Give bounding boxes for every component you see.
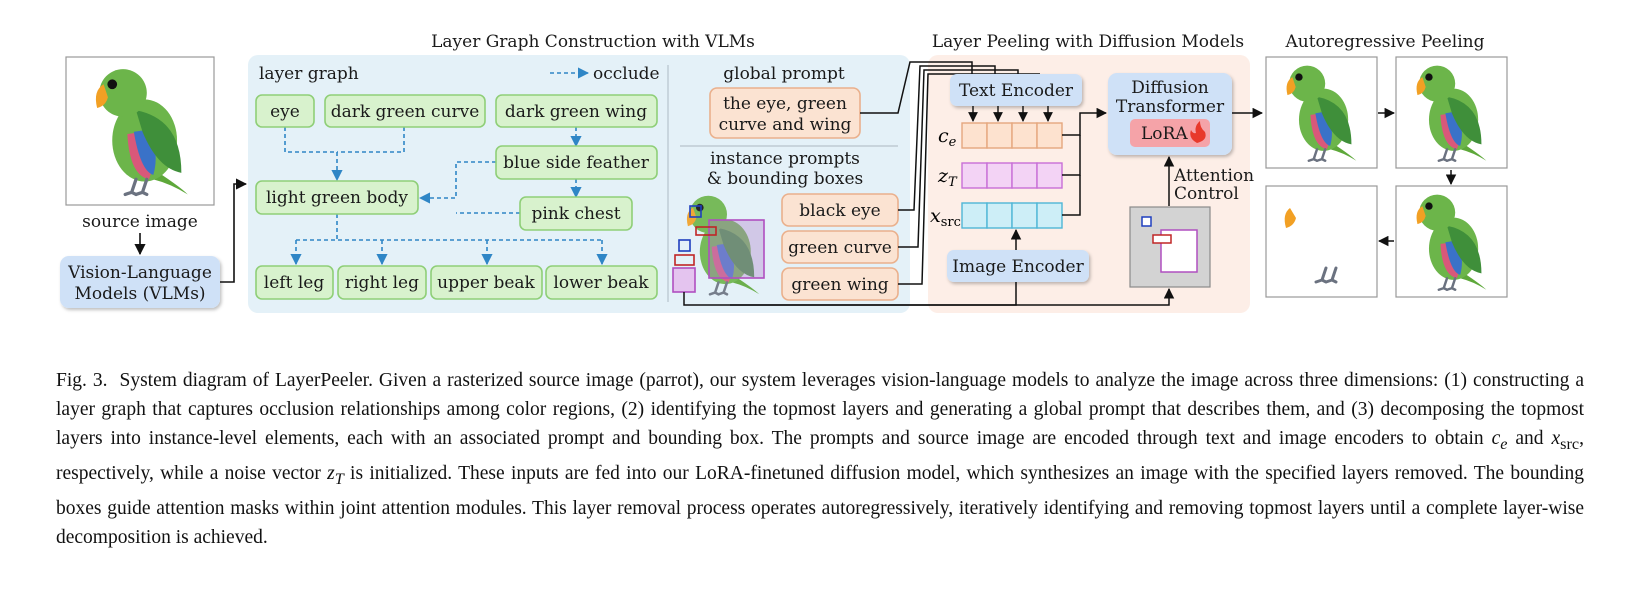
node-right-leg: right leg <box>345 273 419 293</box>
caption-ce-sub: e <box>1500 434 1508 453</box>
bbox-wing-separated <box>672 267 696 293</box>
caption-label: Fig. 3. <box>56 370 108 391</box>
global-prompt-line1: the eye, green <box>723 94 847 114</box>
instance-title-line2: & bounding boxes <box>707 169 864 189</box>
caption-ce-var: c <box>1491 428 1501 449</box>
wire-green-curve <box>898 69 1019 248</box>
vlm-box <box>60 256 220 308</box>
node-dark-green-curve-box <box>324 94 486 128</box>
ce-to-dt <box>1062 107 1108 136</box>
layer-graph-title: layer graph <box>259 64 359 84</box>
node-dark-green-curve: dark green curve <box>331 102 480 122</box>
node-pink-chest: pink chest <box>531 204 620 224</box>
ce-tokens <box>961 122 1063 149</box>
source-image-label: source image <box>82 212 198 232</box>
vlm-label-line1: Vision-Language <box>67 263 212 283</box>
node-lower-beak-box <box>545 265 658 300</box>
global-prompt-title: global prompt <box>723 64 845 84</box>
green-wing-prompt: green wing <box>791 275 888 295</box>
node-left-leg-box <box>255 265 334 300</box>
wire-black-eye <box>898 65 996 211</box>
vlm-to-graph-arrow <box>220 178 248 283</box>
result-beak-only <box>1284 208 1296 228</box>
figure-caption: Fig. 3. System diagram of LayerPeeler. G… <box>56 366 1584 552</box>
xsrc-tokens <box>961 202 1063 229</box>
attention-control-line2: Control <box>1174 184 1239 204</box>
caption-part-1: System diagram of LayerPeeler. Given a r… <box>56 370 1585 449</box>
node-blue-side-feather-box <box>495 145 658 180</box>
occlude-legend-label: occlude <box>593 64 660 84</box>
node-dark-green-wing-box <box>495 94 658 128</box>
instance-title-line1: instance prompts <box>710 149 860 169</box>
caption-xsrc-sub: src <box>1560 434 1580 453</box>
caption-and: and <box>1515 428 1544 449</box>
result-legs-only <box>1314 266 1338 284</box>
ce-symbol: ce <box>938 125 957 150</box>
node-right-leg-box <box>337 265 427 300</box>
node-eye: eye <box>270 102 300 122</box>
caption-xsrc-var: x <box>1551 428 1561 449</box>
black-eye-prompt: black eye <box>799 201 880 221</box>
bbox-curve <box>695 226 717 236</box>
node-upper-beak-box <box>430 265 543 300</box>
edge-curve-body <box>337 127 405 153</box>
node-upper-beak: upper beak <box>437 273 535 293</box>
bbox-curve-separated <box>674 254 695 266</box>
node-pink-chest-box <box>519 196 633 231</box>
node-lower-beak: lower beak <box>553 273 649 293</box>
mask-eye-box <box>1141 216 1152 227</box>
attention-control-line1: Attention <box>1173 166 1254 186</box>
node-dark-green-wing: dark green wing <box>505 102 647 122</box>
lora-label: LoRA <box>1141 124 1188 144</box>
xsrc-to-dt <box>1062 175 1081 216</box>
xsrc-symbol: xsrc <box>930 205 961 230</box>
node-left-leg: left leg <box>264 273 325 293</box>
lora-box <box>1130 119 1210 147</box>
caption-part-3: is initialized. These inputs are fed int… <box>56 462 1585 548</box>
bbox-eye-separated <box>678 239 691 252</box>
text-encoder-label: Text Encoder <box>959 81 1074 101</box>
mask-curve-box <box>1152 234 1172 244</box>
zt-tokens <box>961 162 1063 189</box>
edge-blue-body <box>418 161 496 204</box>
image-encoder-box <box>947 250 1089 282</box>
auto-section-title: Autoregressive Peeling <box>1284 32 1484 52</box>
image-encoder-label: Image Encoder <box>952 257 1084 277</box>
global-prompt-line2: curve and wing <box>719 115 852 135</box>
bbox-wing-overlay <box>708 219 765 279</box>
node-light-green-body: light green body <box>266 188 408 208</box>
node-eye-box <box>255 94 315 128</box>
dt-label-line1: Diffusion <box>1131 78 1208 98</box>
caption-zt-sub: T <box>334 469 344 488</box>
node-blue-side-feather: blue side feather <box>503 153 650 173</box>
peel-section-title: Layer Peeling with Diffusion Models <box>932 32 1244 52</box>
flame-icon <box>1190 121 1206 143</box>
caption-part-2: , respectively, while a noise vector <box>56 428 1584 484</box>
caption-zt-var: z <box>327 462 335 484</box>
graph-section-title: Layer Graph Construction with VLMs <box>431 32 755 52</box>
system-diagram: Layer Graph Construction with VLMs Layer… <box>60 32 1508 313</box>
text-encoder-box <box>950 74 1082 106</box>
node-light-green-body-box <box>255 180 419 215</box>
bbox-eye <box>689 205 702 218</box>
vlm-label-line2: Models (VLMs) <box>74 284 205 304</box>
dt-label-line2: Transformer <box>1116 97 1225 117</box>
edge-eye-body <box>284 127 343 182</box>
zt-symbol: zT <box>937 165 958 190</box>
source-to-image-encoder-wire <box>730 282 1017 306</box>
green-curve-prompt: green curve <box>788 238 892 258</box>
edge-body-legs <box>296 214 602 241</box>
